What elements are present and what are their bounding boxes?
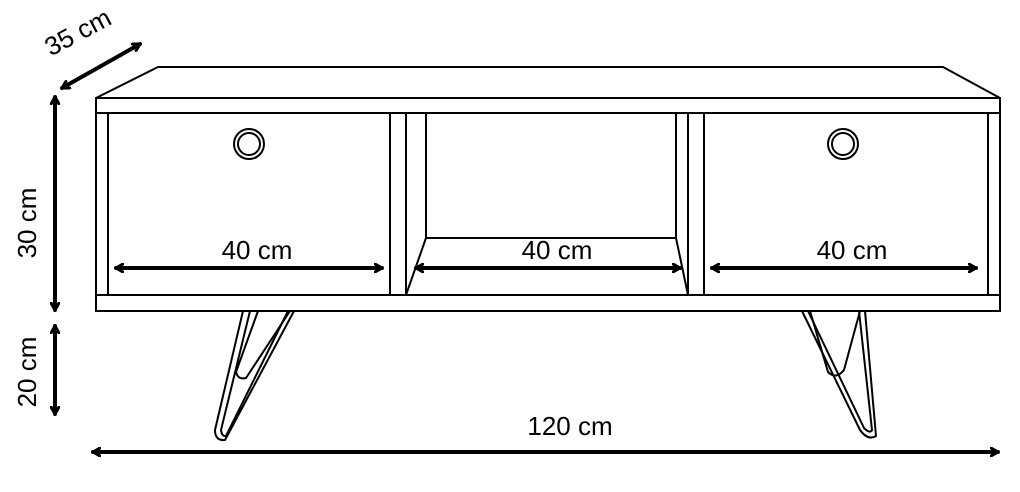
top-panel <box>95 66 1001 114</box>
depth-label: 35 cm <box>39 2 116 62</box>
dimension-arrows <box>55 42 1000 452</box>
total-width-label: 120 cm <box>527 411 612 441</box>
cabinet-body <box>95 113 1001 312</box>
depth-arrow <box>60 42 142 90</box>
door-knob-icon <box>827 128 859 160</box>
height-label: 30 cm <box>12 188 42 259</box>
door-knob-icon <box>233 128 265 160</box>
right-drawer <box>687 113 705 295</box>
right-hairpin-leg <box>801 310 877 439</box>
right-width-label: 40 cm <box>817 235 888 265</box>
left-width-label: 40 cm <box>222 235 293 265</box>
middle-width-label: 40 cm <box>522 235 593 265</box>
middle-open-shelf <box>405 113 689 296</box>
left-drawer <box>108 112 407 295</box>
leg-height-label: 20 cm <box>12 337 42 408</box>
left-hairpin-leg <box>214 310 295 442</box>
